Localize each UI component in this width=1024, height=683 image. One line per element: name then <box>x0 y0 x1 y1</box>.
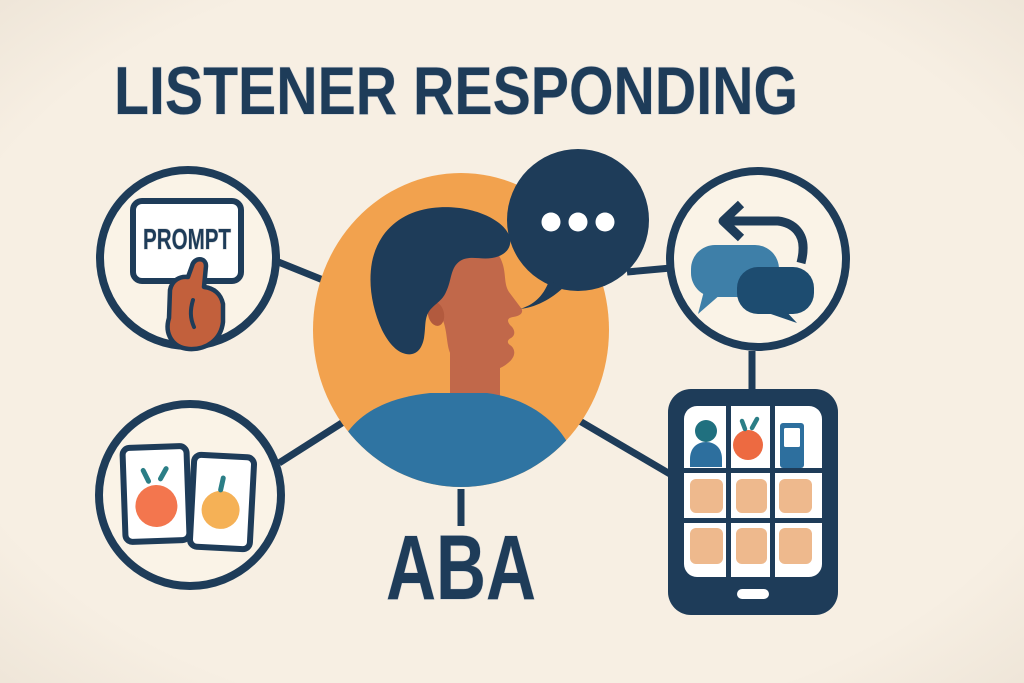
listener-responding-illustration: LISTENER RESPONDING PROMPT <box>0 0 1024 683</box>
vignette-overlay <box>0 0 1024 683</box>
illustration-svg: LISTENER RESPONDING PROMPT <box>0 0 1024 683</box>
